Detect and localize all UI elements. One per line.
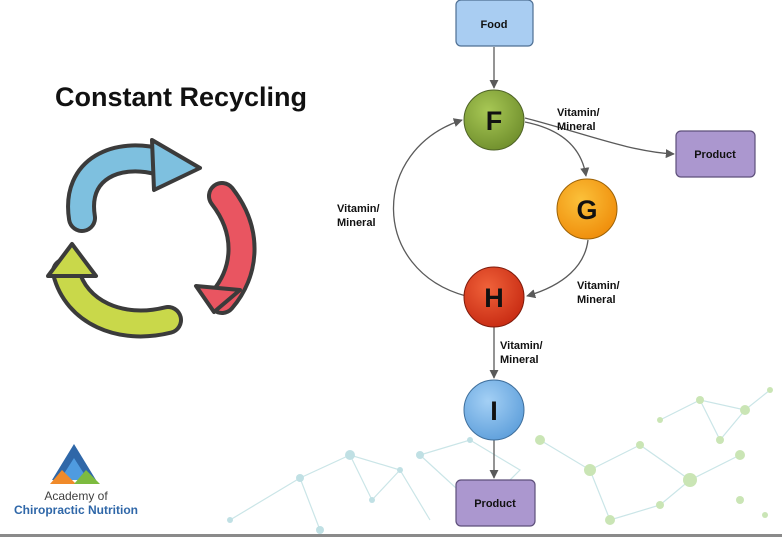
svg-text:Vitamin/: Vitamin/ (337, 203, 380, 215)
svg-text:Vitamin/: Vitamin/ (557, 107, 600, 119)
edge-label-g-to-h: Vitamin/ Mineral (577, 280, 620, 306)
page-title: Constant Recycling (55, 82, 308, 112)
node-f: F (463, 89, 525, 151)
molecule-network-decoration (227, 387, 773, 534)
edge-f-to-g (524, 121, 590, 177)
edge-h-to-f (392, 118, 467, 297)
svg-text:Vitamin/: Vitamin/ (577, 280, 620, 292)
food-label: Food (481, 19, 508, 31)
edge-label-h-to-i: Vitamin/ Mineral (500, 340, 543, 366)
svg-text:Vitamin/: Vitamin/ (500, 340, 543, 352)
edge-label-h-to-f: Vitamin/ Mineral (337, 203, 380, 229)
node-h-label: H (484, 283, 504, 313)
product-node-bottom: Product (455, 479, 536, 527)
edge-label-f-to-g: Vitamin/ Mineral (557, 107, 600, 133)
node-h: H (463, 266, 525, 328)
svg-text:Mineral: Mineral (337, 217, 376, 229)
logo-text-line1: Academy of (44, 489, 108, 503)
academy-logo-icon (50, 444, 100, 484)
svg-text:Mineral: Mineral (500, 354, 539, 366)
bottom-divider (0, 534, 782, 537)
product-right-label: Product (694, 149, 736, 161)
node-i-label: I (490, 396, 498, 426)
product-bottom-label: Product (474, 498, 516, 510)
node-i: I (463, 379, 525, 441)
svg-text:Mineral: Mineral (557, 121, 596, 133)
edge-g-to-h (526, 239, 589, 299)
svg-text:Mineral: Mineral (577, 294, 616, 306)
logo-text-line2: Chiropractic Nutrition (13, 503, 138, 517)
product-node-right: Product (675, 130, 756, 178)
edge-f-to-product (524, 117, 675, 159)
food-node: Food (455, 0, 534, 47)
flow-edges (392, 47, 675, 479)
recycle-arrows-icon (46, 138, 257, 339)
node-g-label: G (576, 195, 597, 225)
node-g: G (556, 178, 618, 240)
node-f-label: F (486, 106, 503, 136)
